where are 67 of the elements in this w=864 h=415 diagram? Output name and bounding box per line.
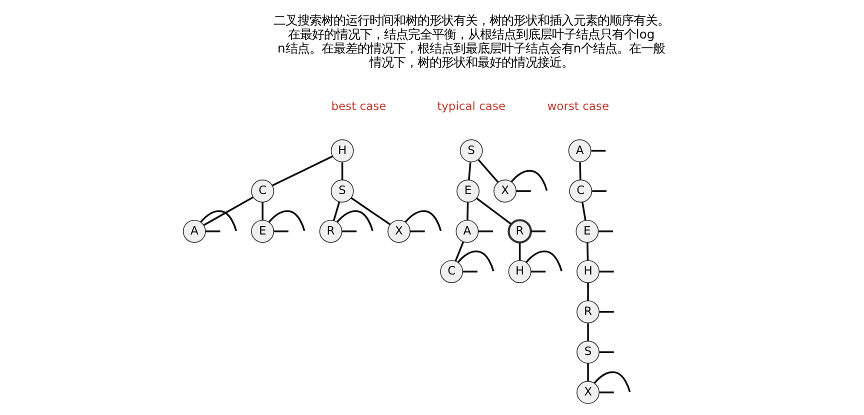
connector [477, 159, 498, 183]
connector [578, 162, 581, 180]
connector [586, 282, 588, 301]
node-circle: C [440, 260, 463, 284]
connector [340, 162, 343, 180]
node-circle: H [576, 260, 600, 284]
node-circle: H [330, 139, 354, 162]
node-circle: X [493, 180, 516, 203]
label: worst case [546, 98, 609, 113]
connector [456, 250, 494, 272]
connector [341, 230, 356, 232]
connector [516, 190, 530, 192]
connector [268, 210, 305, 232]
connector [586, 364, 588, 382]
node-circle: R [318, 220, 342, 243]
node-circle: H [508, 260, 531, 284]
connector [204, 230, 220, 232]
connector [466, 202, 468, 220]
connector [454, 242, 464, 262]
node-circle: E [250, 220, 274, 243]
node-circle: R [507, 219, 532, 244]
connector [410, 230, 424, 232]
connector [530, 270, 546, 272]
node-circle: S [459, 139, 482, 162]
connector [592, 190, 606, 192]
node-circle: A [182, 220, 206, 243]
node-circle: E [575, 220, 598, 243]
label: typical case [436, 98, 506, 113]
node-circle: R [576, 300, 600, 324]
connector [525, 250, 562, 272]
connector [478, 230, 493, 232]
connector [336, 210, 373, 232]
connector [332, 202, 340, 221]
node-circle: C [568, 180, 592, 203]
connector [518, 242, 520, 260]
node-circle: A [455, 220, 478, 243]
node-circle: S [330, 180, 354, 203]
node-circle: C [250, 180, 274, 203]
connector [272, 156, 332, 186]
node-circle: A [568, 139, 591, 162]
connector [599, 270, 614, 272]
label: 二叉搜索树的运行时间和树的形状有关，树的形状和插入元素的顺序有关。在最好的情况下，结点完全平衡，从根结点到底层叶子结点只有个log n结点。在最差的情况下，根结点到最底层叶子结点会有n个结点。在一般情况下，树的形状和最好的情况接近。 [272, 14, 669, 70]
connector [599, 351, 614, 354]
connector [462, 270, 477, 272]
connector [261, 202, 263, 220]
connector [580, 202, 586, 220]
connector [599, 392, 614, 394]
node-circle: S [576, 340, 600, 364]
connector [599, 310, 614, 313]
connector [593, 371, 630, 392]
connector [404, 210, 442, 232]
connector [468, 162, 471, 180]
connector [350, 197, 390, 226]
label: best case [330, 98, 386, 113]
node-circle: E [456, 180, 480, 203]
connector [202, 196, 254, 226]
connector [510, 170, 548, 191]
connector [586, 323, 588, 342]
connector [200, 210, 237, 232]
connector [586, 242, 588, 261]
connector [530, 230, 546, 232]
connector [598, 230, 613, 232]
connector [273, 230, 288, 232]
node-circle: X [387, 220, 410, 243]
connector [590, 150, 606, 152]
connector [476, 198, 512, 225]
node-circle: X [576, 380, 600, 404]
